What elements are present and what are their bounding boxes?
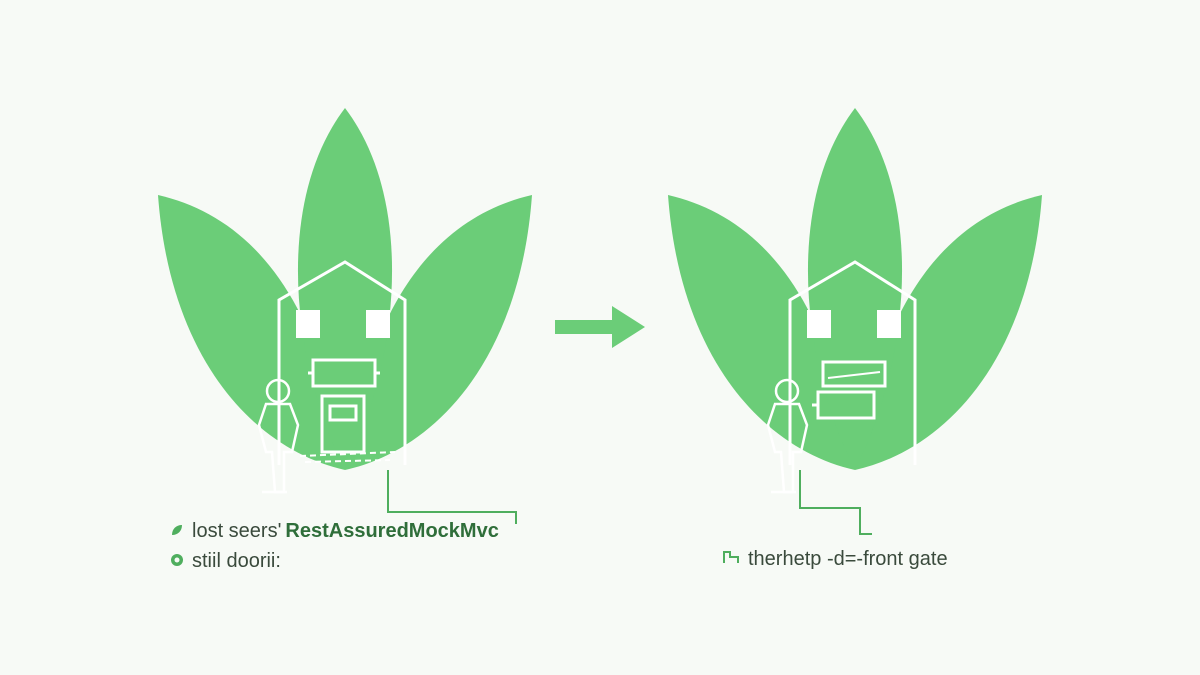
right-connector-line: [799, 470, 872, 535]
left-caption-line2: stiil doorii:: [170, 550, 281, 573]
right-leaf-left: [668, 195, 855, 470]
left-door: [320, 394, 366, 454]
right-caption: therhetp -d=-front gate: [722, 548, 948, 571]
left-caption-highlight: RestAssuredMockMvc: [285, 520, 499, 542]
right-caption-text: therhetp -d=-front gate: [748, 548, 948, 570]
left-connector-line: [387, 470, 517, 524]
right-person: [766, 378, 809, 494]
right-window-right: [877, 310, 901, 338]
left-caption-text: stiil doorii:: [192, 550, 281, 572]
right-window-left: [807, 310, 831, 338]
right-panel: [668, 108, 1042, 535]
left-house-outline: [277, 260, 407, 465]
left-window-right: [366, 310, 390, 338]
leaf-icon: [170, 520, 184, 543]
right-house: [788, 260, 917, 465]
left-caption-line1: lost seers' RestAssuredMockMvc: [170, 520, 499, 543]
left-leaf-center: [297, 108, 393, 470]
right-leaf-center: [807, 108, 903, 470]
left-caption-prefix: lost seers': [192, 520, 282, 542]
left-door-panel: [328, 404, 358, 422]
right-sign-board: [821, 360, 887, 388]
left-house: [277, 260, 407, 465]
left-leaf-right: [345, 195, 532, 470]
arrow-right-icon: [555, 306, 645, 348]
left-leaf-left: [158, 195, 345, 470]
left-panel: [158, 108, 532, 524]
circle-icon: [170, 550, 184, 573]
left-door-threshold: [299, 451, 396, 463]
right-leaves: [668, 108, 1042, 470]
right-leaf-right: [855, 195, 1042, 470]
left-leaves: [158, 108, 532, 470]
left-window-left: [296, 310, 320, 338]
left-person: [257, 378, 300, 494]
right-house-outline: [788, 260, 917, 465]
gate-icon: [722, 548, 740, 571]
